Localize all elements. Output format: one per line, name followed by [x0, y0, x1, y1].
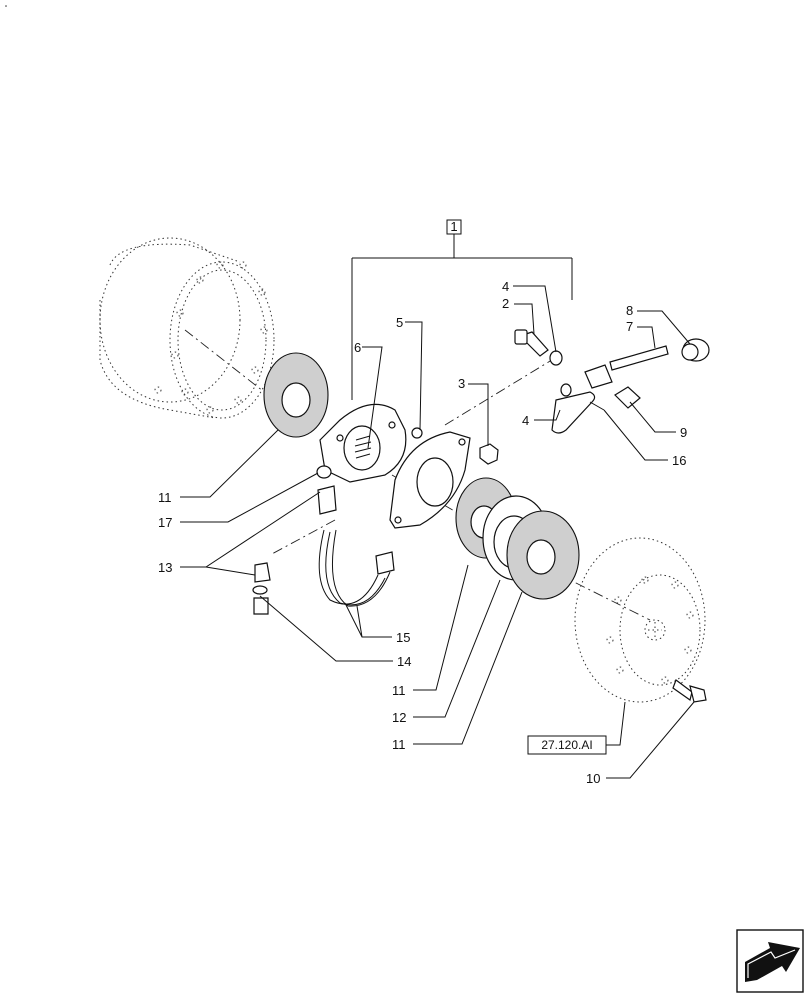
actuating-plate	[389, 431, 471, 529]
callout-12: 12	[392, 710, 406, 725]
callout-11-lower: 11	[392, 737, 406, 752]
callout-11-middle: 11	[392, 683, 406, 698]
brake-hoses	[318, 529, 395, 607]
next-page-arrow-icon[interactable]	[736, 929, 804, 993]
linkage-assembly	[514, 329, 710, 434]
callout-11-left: 11	[158, 490, 172, 505]
callout-3: 3	[458, 376, 465, 391]
callout-13: 13	[158, 560, 172, 575]
pressure-plate-with-spring	[319, 403, 407, 483]
callout-6: 6	[354, 340, 361, 355]
callout-9: 9	[680, 425, 687, 440]
callout-4-top: 4	[502, 279, 509, 294]
nut	[479, 443, 499, 465]
callout-15: 15	[396, 630, 410, 645]
callout-7: 7	[626, 319, 633, 334]
assembly-box-label: 1	[450, 219, 457, 234]
corner-mark	[5, 5, 7, 7]
assembly-bracket	[351, 219, 573, 400]
split-pin	[589, 401, 605, 411]
callout-16: 16	[672, 453, 686, 468]
callout-4-bottom: 4	[522, 413, 529, 428]
callout-14: 14	[397, 654, 411, 669]
ball	[411, 427, 423, 439]
friction-disc-left	[263, 352, 329, 438]
small-parts	[252, 465, 337, 615]
reference-box-label[interactable]: 27.120.AI	[541, 738, 592, 752]
cover-dotted	[574, 537, 706, 703]
callout-5: 5	[396, 315, 403, 330]
callout-8: 8	[626, 303, 633, 318]
bolt-right	[672, 679, 707, 703]
housing-dotted	[99, 237, 275, 419]
leader-lines	[180, 285, 695, 779]
friction-disc-stack	[455, 477, 580, 600]
callout-2: 2	[502, 296, 509, 311]
callout-10: 10	[586, 771, 600, 786]
callout-17: 17	[158, 515, 172, 530]
callout-numbers: 5 6 3 2 4 4 8 7 9 16 11 17 13 14 15 11 1…	[158, 279, 687, 786]
